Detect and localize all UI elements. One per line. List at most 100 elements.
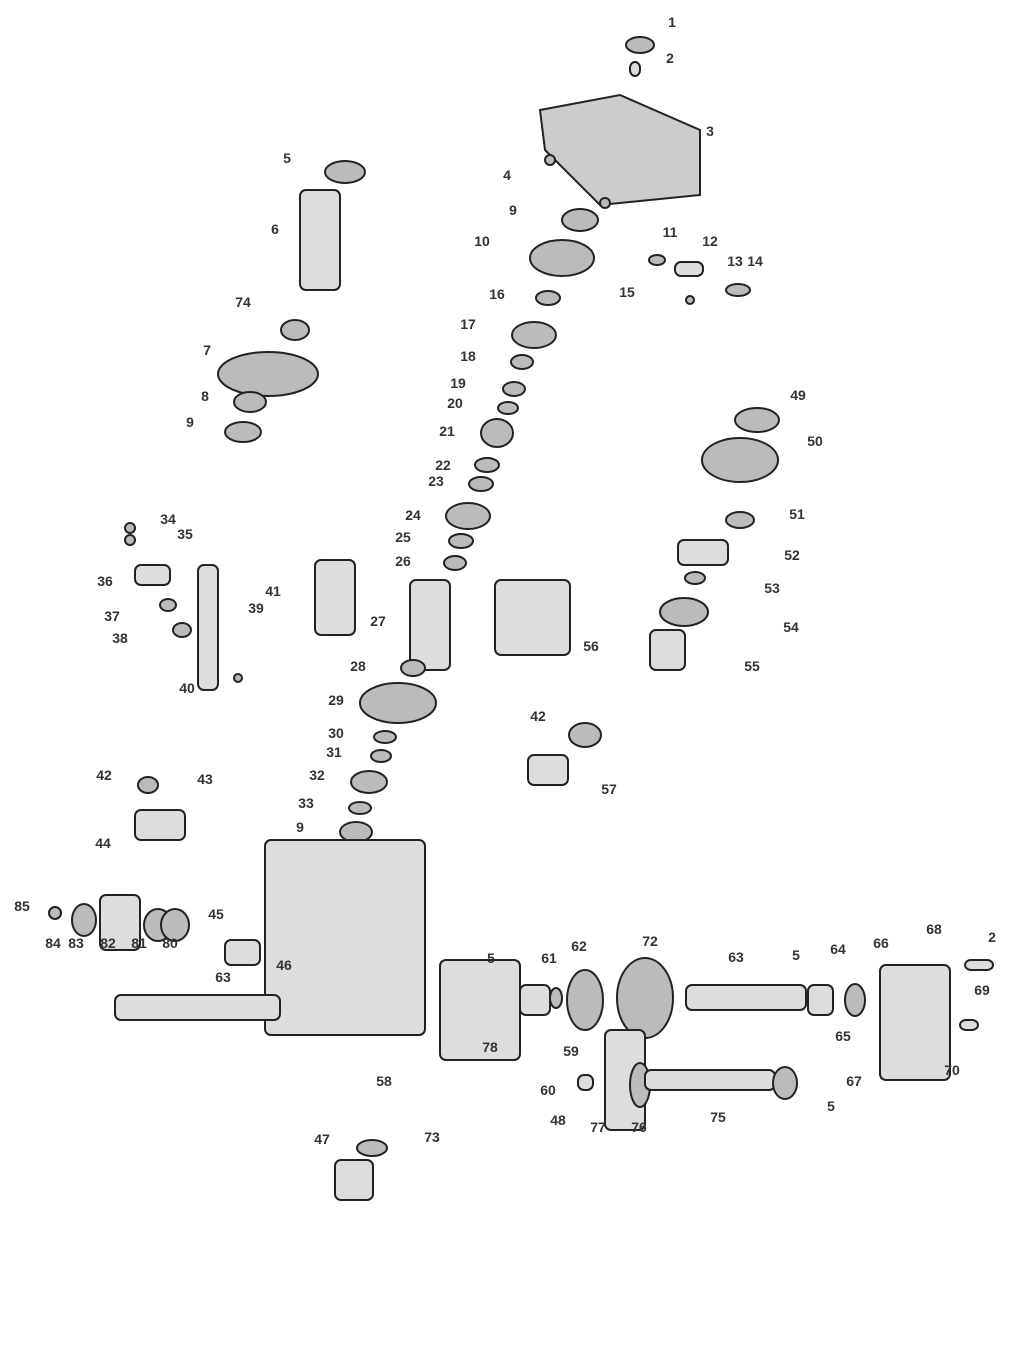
washer-part <box>625 36 655 54</box>
callout-label: 25 <box>395 529 411 545</box>
callout-label: 1 <box>668 14 676 30</box>
bearing-part <box>324 160 366 184</box>
coupling-part <box>224 939 261 966</box>
washer-part <box>510 354 534 370</box>
callout-label: 37 <box>104 608 120 624</box>
input-shaft-part <box>299 189 341 291</box>
washer-part <box>684 571 706 585</box>
bracket-part <box>677 539 729 566</box>
callout-label: 40 <box>179 680 195 696</box>
callout-label: 48 <box>550 1112 566 1128</box>
callout-label: 36 <box>97 573 113 589</box>
callout-label: 42 <box>96 767 112 783</box>
callout-label: 70 <box>944 1062 960 1078</box>
callout-label: 62 <box>571 938 587 954</box>
bearing-part <box>400 659 426 677</box>
callout-label: 60 <box>540 1082 556 1098</box>
callout-label: 47 <box>314 1131 330 1147</box>
shaft-part <box>685 984 807 1011</box>
ring-part <box>160 908 190 942</box>
nut-part <box>124 522 136 534</box>
bearing-part <box>519 984 551 1016</box>
ring-part <box>468 476 494 492</box>
bearing-part <box>561 208 599 232</box>
callout-label: 63 <box>215 969 231 985</box>
callout-label: 57 <box>601 781 617 797</box>
pin-part <box>233 673 243 683</box>
seal-part <box>233 391 267 413</box>
bearing-part <box>807 984 834 1016</box>
bolt-part <box>964 959 994 971</box>
seal-part <box>280 319 310 341</box>
gear-part <box>616 957 674 1039</box>
callout-label: 56 <box>583 638 599 654</box>
callout-label: 32 <box>309 767 325 783</box>
callout-label: 46 <box>276 957 292 973</box>
bolts-part <box>137 776 159 794</box>
callout-label: 38 <box>112 630 128 646</box>
callout-label: 8 <box>201 388 209 404</box>
callout-label: 9 <box>296 819 304 835</box>
knob-part <box>649 629 686 671</box>
washer-part <box>725 283 751 297</box>
callout-label: 31 <box>326 744 342 760</box>
callout-label: 72 <box>642 933 658 949</box>
shaft-part <box>644 1069 776 1091</box>
shift-fork-part <box>134 564 171 586</box>
housing-part <box>527 754 569 786</box>
callout-label: 17 <box>460 316 476 332</box>
main-housing-part <box>264 839 426 1036</box>
callout-label: 43 <box>197 771 213 787</box>
callout-label: 33 <box>298 795 314 811</box>
callout-label: 80 <box>162 935 178 951</box>
ball-part <box>685 295 695 305</box>
callout-label: 30 <box>328 725 344 741</box>
ring-part <box>348 801 372 815</box>
knob-part <box>334 1159 374 1201</box>
callout-label: 15 <box>619 284 635 300</box>
callout-label: 27 <box>370 613 386 629</box>
callout-label: 65 <box>835 1028 851 1044</box>
ring-part <box>373 730 397 744</box>
callout-label: 29 <box>328 692 344 708</box>
gear-part <box>480 418 514 448</box>
ring-gear-part <box>701 437 779 483</box>
callout-label: 74 <box>235 294 251 310</box>
callout-label: 85 <box>14 898 30 914</box>
callout-label: 68 <box>926 921 942 937</box>
callout-label: 78 <box>482 1039 498 1055</box>
bolt-part <box>629 61 641 77</box>
bolt-part <box>959 1019 979 1031</box>
ring-part <box>502 381 526 397</box>
callout-label: 77 <box>590 1119 606 1135</box>
yoke-part <box>99 894 141 951</box>
callout-label: 58 <box>376 1073 392 1089</box>
callout-label: 5 <box>283 150 291 166</box>
seal-part <box>71 903 97 937</box>
bolts-part <box>725 511 755 529</box>
callout-label: 35 <box>177 526 193 542</box>
callout-label: 49 <box>790 387 806 403</box>
hub-part <box>659 597 709 627</box>
bearing-part <box>772 1066 798 1100</box>
callout-label: 69 <box>974 982 990 998</box>
callout-label: 10 <box>474 233 490 249</box>
callout-label: 39 <box>248 600 264 616</box>
ring-part <box>497 401 519 415</box>
callout-label: 64 <box>830 941 846 957</box>
detent-part <box>674 261 704 277</box>
ring-part <box>844 983 866 1017</box>
callout-label: 55 <box>744 658 760 674</box>
bushing-part <box>577 1074 594 1091</box>
callout-label: 22 <box>435 457 451 473</box>
callout-label: 14 <box>747 253 763 269</box>
shift-fork-part <box>314 559 356 636</box>
shift-levers-part <box>439 959 521 1061</box>
top-cover-part <box>538 93 701 207</box>
callout-label: 23 <box>428 473 444 489</box>
callout-label: 5 <box>827 1098 835 1114</box>
ring-part <box>448 533 474 549</box>
callout-label: 83 <box>68 935 84 951</box>
